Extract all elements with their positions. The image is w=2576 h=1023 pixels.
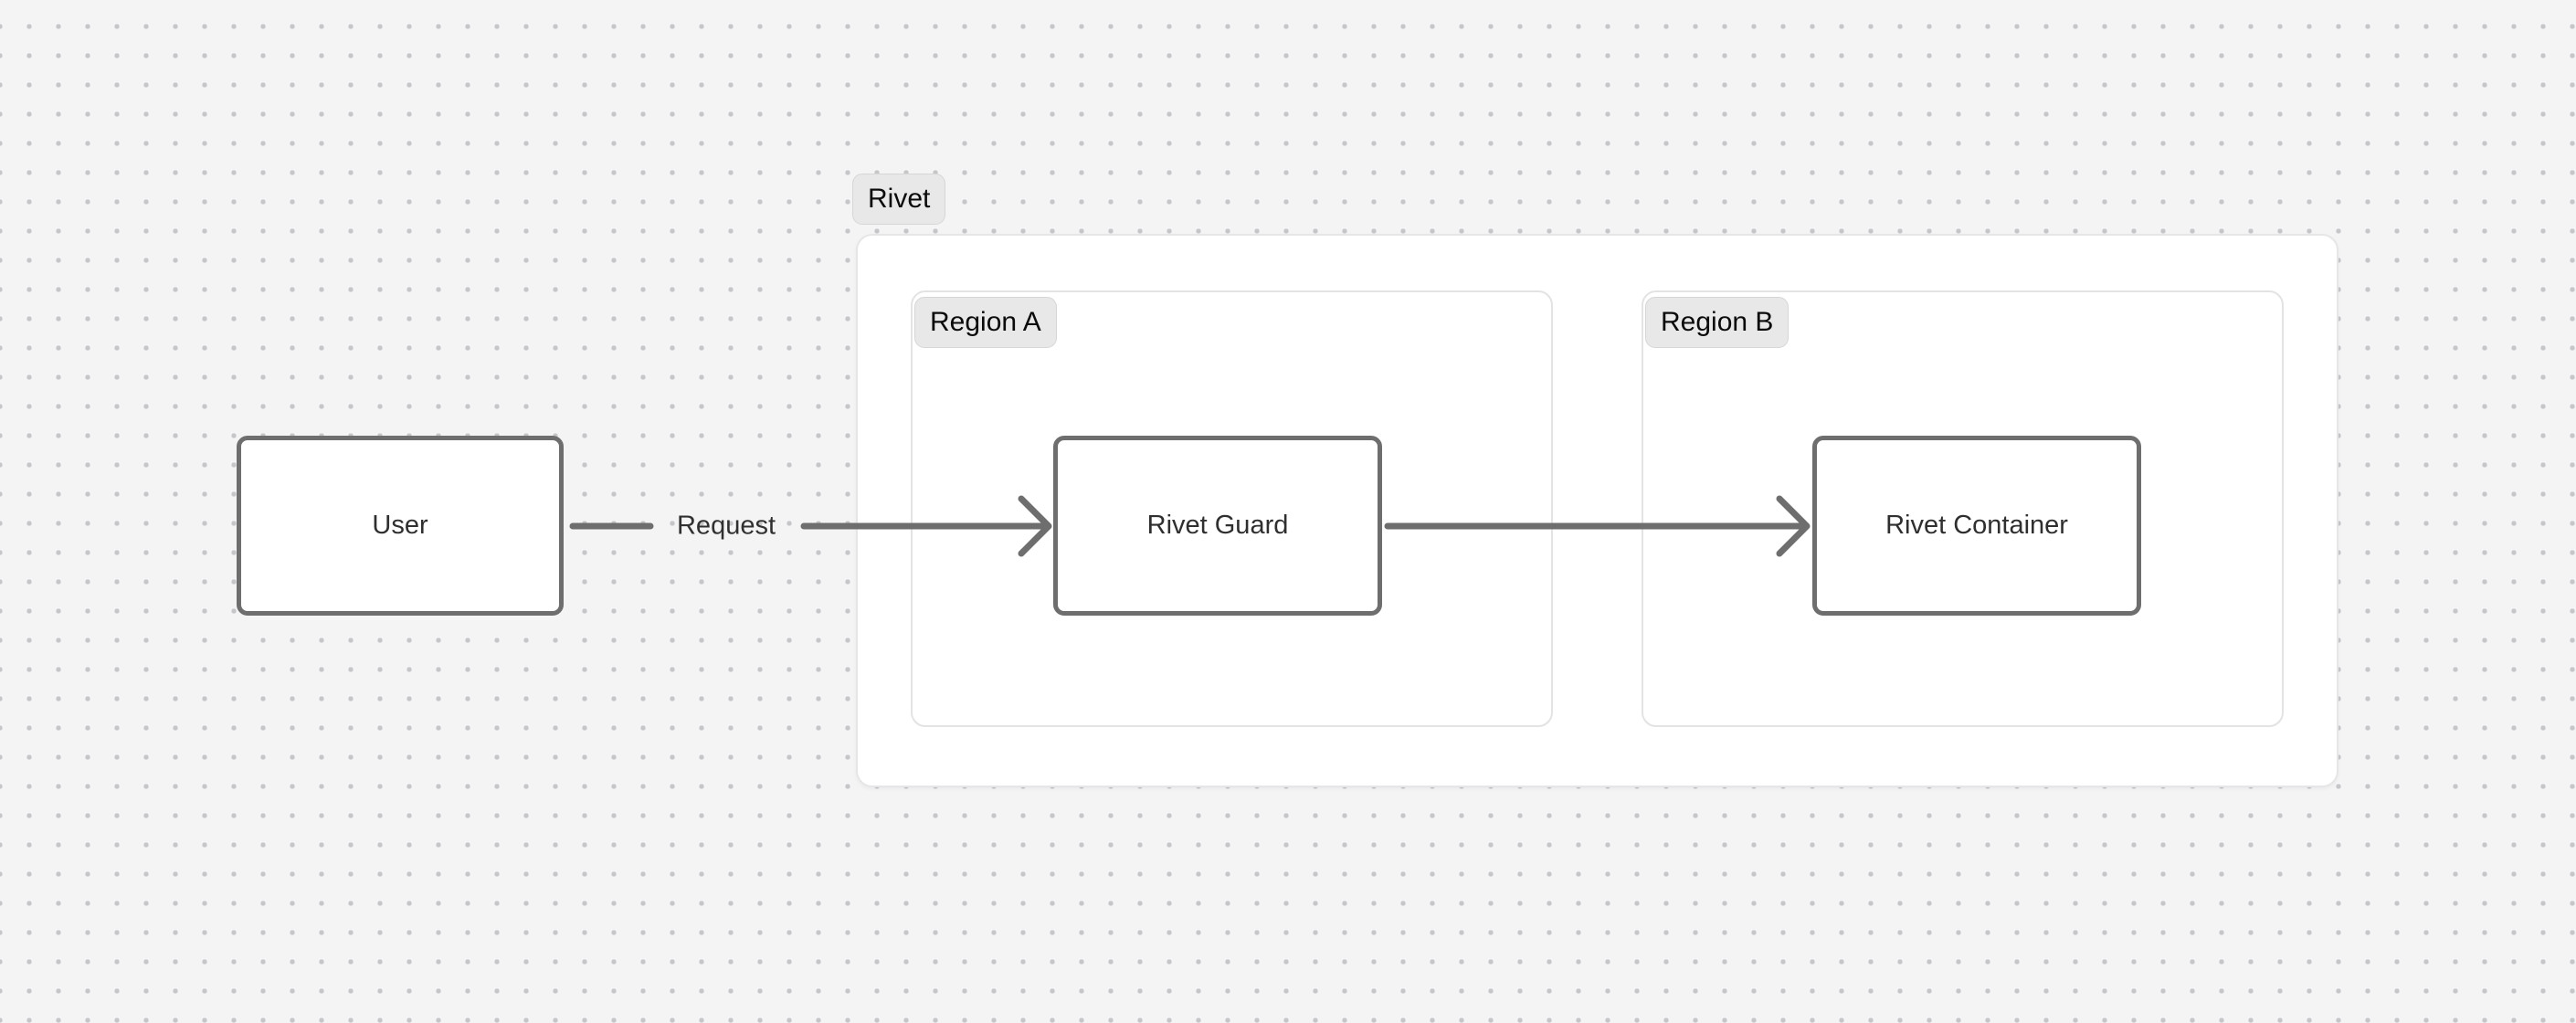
group-badge-region-a[interactable]: Region A: [914, 297, 1057, 348]
group-badge-region-b[interactable]: Region B: [1645, 297, 1789, 348]
node-rivet-guard[interactable]: Rivet Guard: [1053, 436, 1382, 616]
node-rivet-container[interactable]: Rivet Container: [1812, 436, 2141, 616]
edge-label-request: Request: [676, 511, 776, 541]
group-badge-rivet[interactable]: Rivet: [852, 174, 946, 225]
node-user[interactable]: User: [237, 436, 564, 616]
